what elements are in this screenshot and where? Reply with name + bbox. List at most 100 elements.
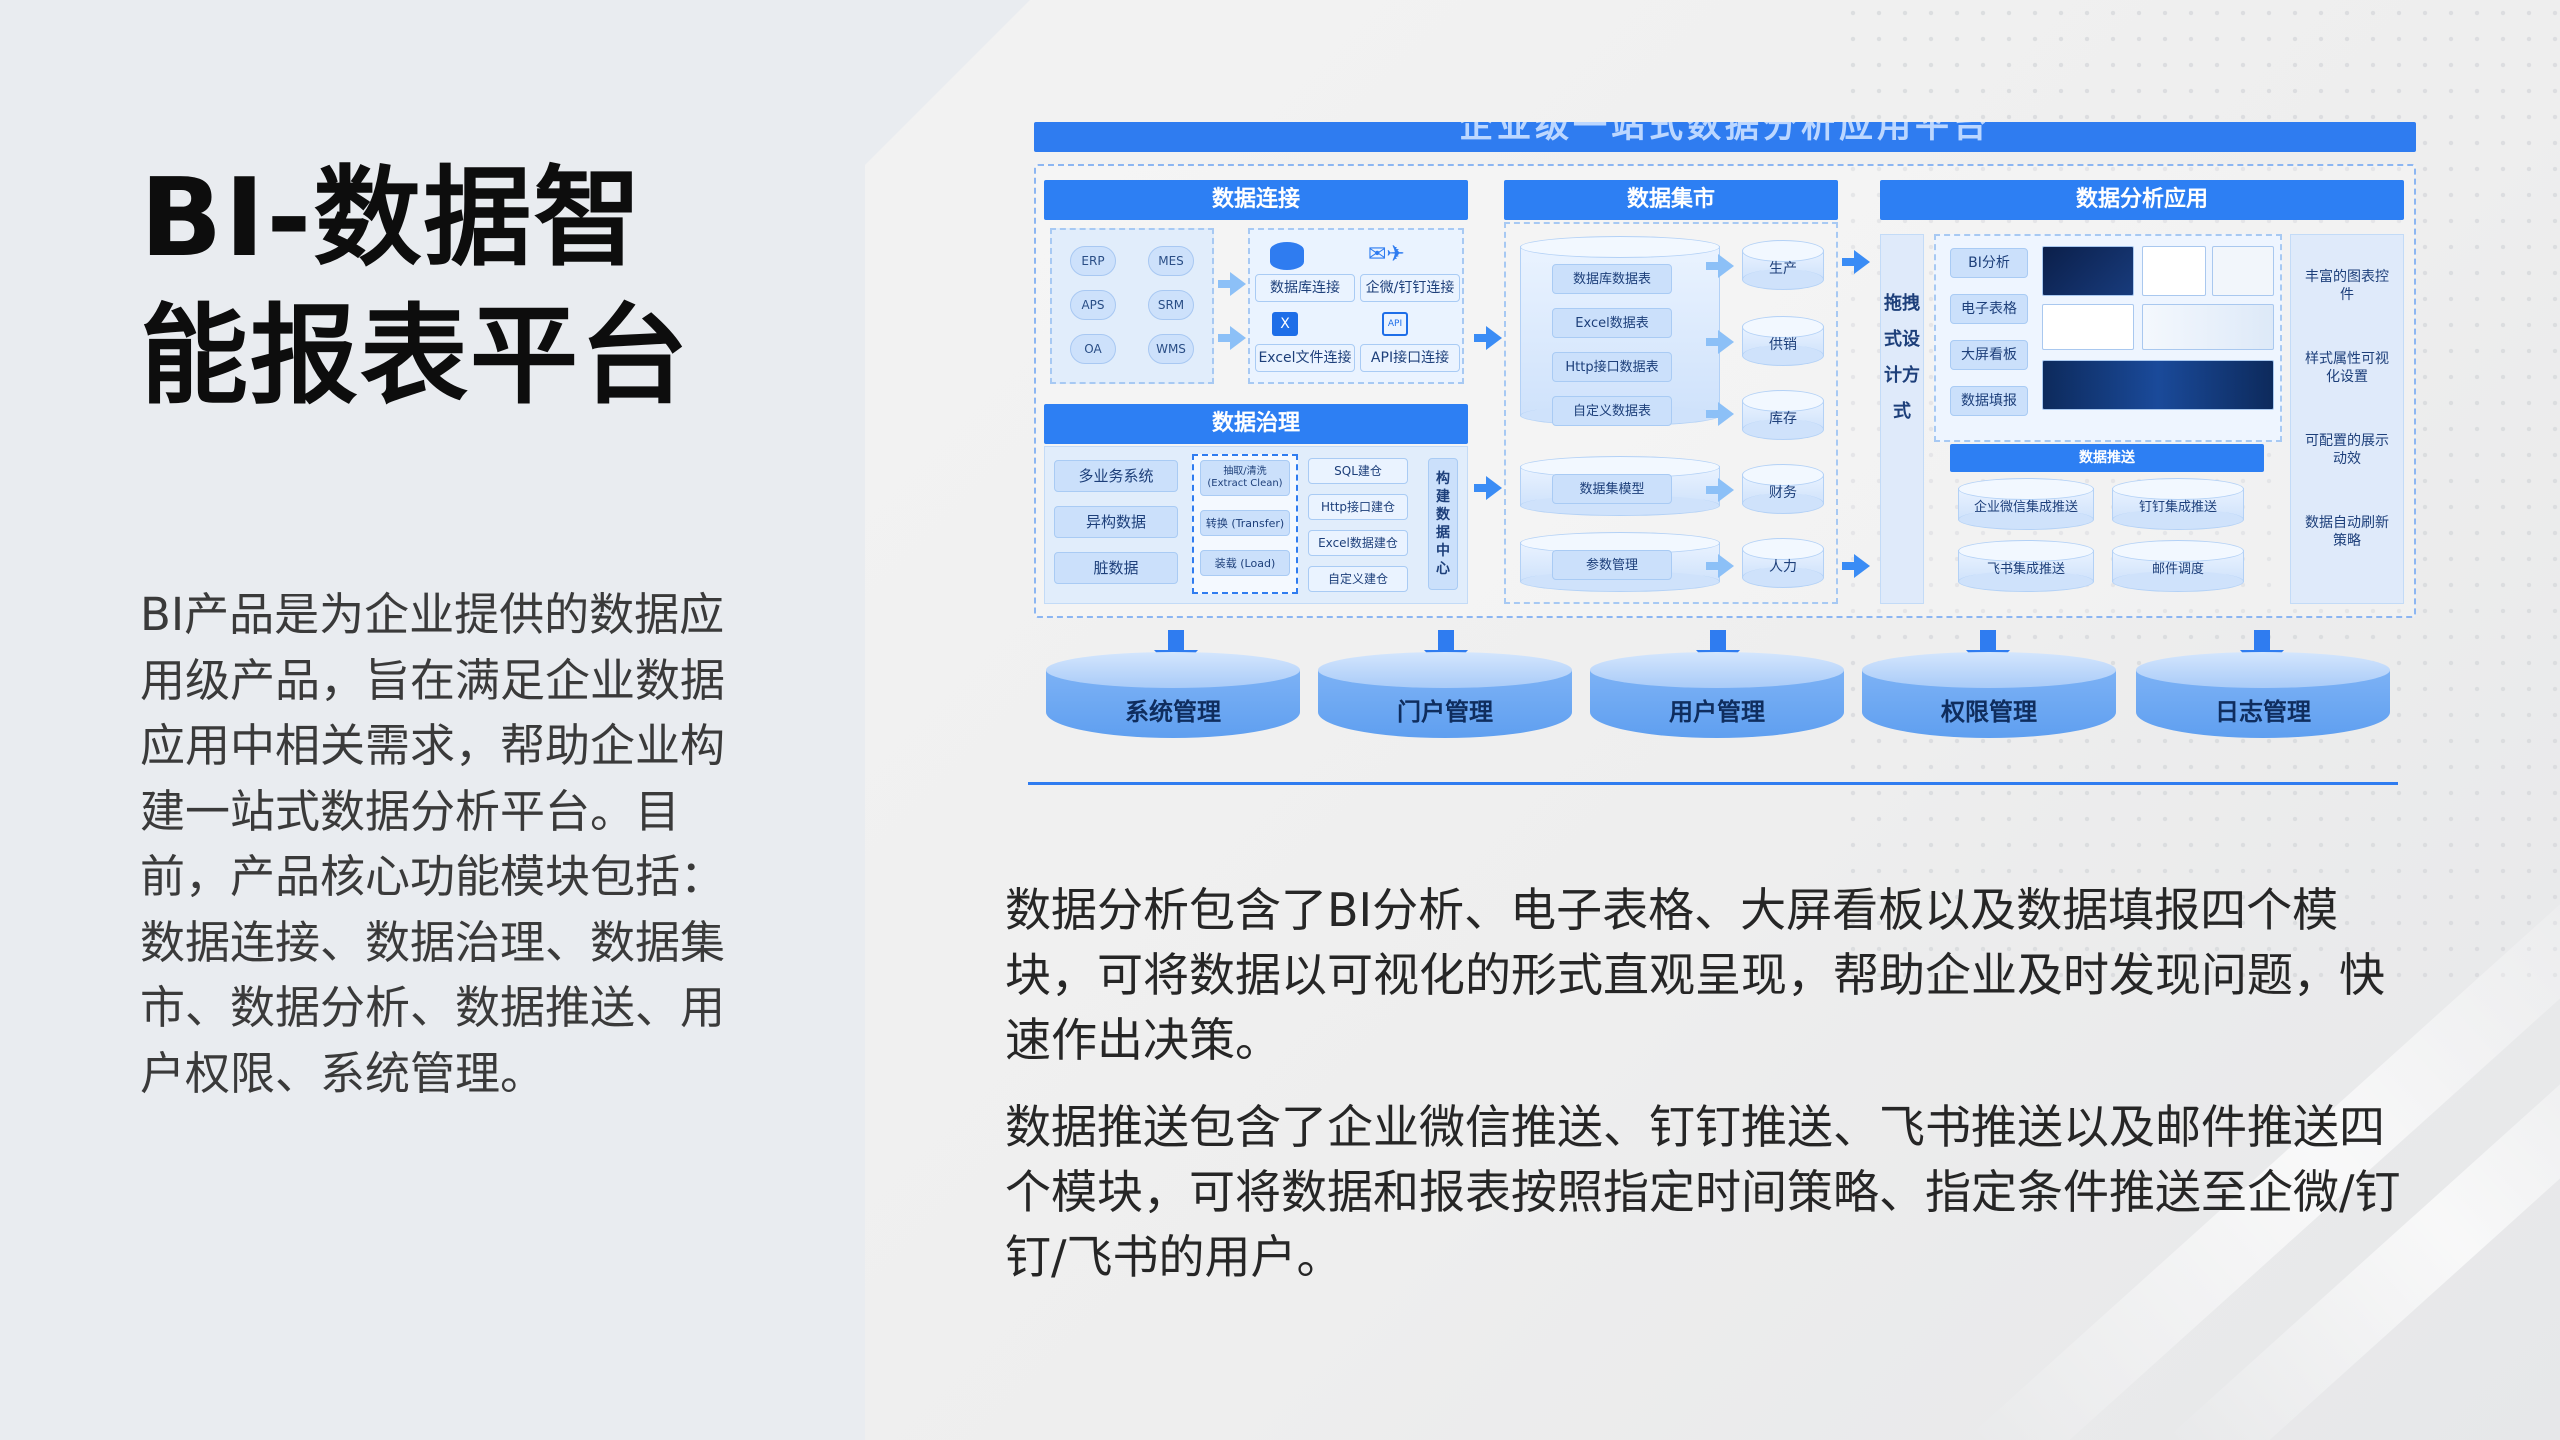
- data-mart-header: 数据集市: [1504, 180, 1838, 220]
- domain-arrow-shaft: [1706, 262, 1720, 270]
- to-mart-arrow-icon: [1486, 476, 1502, 500]
- bottom-label: 系统管理: [1125, 698, 1221, 726]
- etl-extract: 抽取/清洗 (Extract Clean): [1200, 460, 1290, 496]
- push-cylinder: [2112, 478, 2244, 530]
- data-analysis-header: 数据分析应用: [1880, 180, 2404, 220]
- to-design-arrow-icon: [1854, 554, 1870, 578]
- push-cylinder: [1958, 540, 2094, 592]
- data-connect-header: 数据连接: [1044, 180, 1468, 220]
- build-sql: SQL建仓: [1308, 458, 1408, 484]
- domain-inventory: 库存: [1769, 411, 1797, 427]
- data-mart-section: [1504, 222, 1838, 604]
- domain-cylinder: [1742, 390, 1824, 440]
- corner-triangle: [865, 0, 1030, 165]
- source-heterogeneous: 异构数据: [1054, 506, 1178, 538]
- to-mart-arrow-icon: [1486, 326, 1502, 350]
- database-icon: [1270, 242, 1304, 270]
- module-permission-manage: 权限管理: [1862, 652, 2116, 738]
- data-center-label: 构建数据中心: [1436, 471, 1450, 577]
- domain-arrow-icon: [1718, 402, 1734, 426]
- domain-cylinder: [1742, 464, 1824, 514]
- param-manage: 参数管理: [1552, 550, 1672, 580]
- connector-excel: Excel文件连接: [1255, 344, 1355, 372]
- connector-api: API接口连接: [1360, 344, 1460, 372]
- connect-arrow-shaft: [1218, 280, 1232, 288]
- title-line-1: BI-数据智: [140, 156, 644, 281]
- to-design-arrow-shaft: [1842, 562, 1856, 570]
- module-log-manage: 日志管理: [2136, 652, 2390, 738]
- domain-arrow-shaft: [1706, 486, 1720, 494]
- system-wms: WMS: [1148, 334, 1194, 364]
- api-icon: API: [1382, 312, 1408, 336]
- table-custom: 自定义数据表: [1552, 396, 1672, 426]
- push-paragraph: 数据推送包含了企业微信推送、钉钉推送、飞书推送以及邮件推送四个模块，可将数据和报…: [1005, 1100, 2401, 1284]
- domain-cylinder: [1742, 316, 1824, 366]
- feature-refresh: 数据自动刷新策略: [2305, 515, 2389, 549]
- system-aps: APS: [1070, 290, 1116, 320]
- push-feishu: 飞书集成推送: [1986, 562, 2065, 577]
- connect-arrow-icon: [1230, 326, 1246, 350]
- chat-icon: ✉✈: [1368, 242, 1405, 267]
- feature-style: 样式属性可视化设置: [2305, 351, 2389, 385]
- diagram-top-banner: 企业级一站式数据分析应用平台: [1034, 122, 2416, 152]
- domain-cylinder: [1742, 240, 1824, 290]
- screenshot-thumbnail: [2042, 304, 2134, 350]
- dataset-model: 数据集模型: [1552, 474, 1672, 504]
- drag-design-label: 拖拽式设计方式: [1884, 293, 1920, 422]
- domain-hr: 人力: [1769, 559, 1797, 575]
- domain-cylinder: [1742, 538, 1824, 588]
- bottom-label: 权限管理: [1941, 698, 2037, 726]
- feature-animation: 可配置的展示动效: [2305, 433, 2389, 467]
- features-box: [2290, 234, 2404, 604]
- analysis-paragraph: 数据分析包含了BI分析、电子表格、大屏看板以及数据填报四个模块，可将数据以可视化…: [1005, 883, 2385, 1067]
- table-db: 数据库数据表: [1552, 264, 1672, 294]
- excel-icon: X: [1272, 312, 1298, 336]
- page-title: BI-数据智 能报表平台: [140, 150, 760, 426]
- bottom-label: 门户管理: [1397, 698, 1493, 726]
- diagram-baseline: [1028, 782, 2398, 785]
- connector-db: 数据库连接: [1255, 274, 1355, 302]
- drag-design-box: [1880, 234, 1924, 604]
- domain-finance: 财务: [1769, 485, 1797, 501]
- module-spreadsheet: 电子表格: [1950, 294, 2028, 324]
- etl-transfer: 转换 (Transfer): [1200, 510, 1290, 536]
- module-user-manage: 用户管理: [1590, 652, 1844, 738]
- domain-arrow-shaft: [1706, 562, 1720, 570]
- title-line-2: 能报表平台: [140, 294, 691, 419]
- system-erp: ERP: [1070, 246, 1116, 276]
- build-custom: 自定义建仓: [1308, 566, 1408, 592]
- data-governance-header: 数据治理: [1044, 404, 1468, 444]
- source-multi-system: 多业务系统: [1054, 460, 1178, 492]
- module-bi: BI分析: [1950, 248, 2028, 278]
- screenshot-thumbnail: [2042, 360, 2274, 410]
- push-wecom: 企业微信集成推送: [1973, 500, 2078, 515]
- domain-arrow-icon: [1718, 478, 1734, 502]
- table-http: Http接口数据表: [1552, 352, 1672, 382]
- system-srm: SRM: [1148, 290, 1194, 320]
- push-cylinder: [2112, 540, 2244, 592]
- screenshot-thumbnail: [2212, 246, 2274, 296]
- left-description: BI产品是为企业提供的数据应用级产品，旨在满足企业数据应用中相关需求，帮助企业构…: [140, 588, 726, 1100]
- domain-production: 生产: [1769, 261, 1797, 277]
- domain-arrow-icon: [1718, 254, 1734, 278]
- domain-supply: 供销: [1769, 337, 1797, 353]
- to-design-arrow-icon: [1854, 250, 1870, 274]
- connect-arrow-shaft: [1218, 334, 1232, 342]
- table-excel: Excel数据表: [1552, 308, 1672, 338]
- domain-arrow-shaft: [1706, 410, 1720, 418]
- build-excel: Excel数据建仓: [1308, 530, 1408, 556]
- domain-arrow-icon: [1718, 330, 1734, 354]
- screenshot-thumbnail: [2142, 246, 2206, 296]
- architecture-diagram: 企业级一站式数据分析应用平台 数据连接 ERP MES APS SRM OA W…: [1030, 118, 2420, 798]
- to-design-arrow-shaft: [1842, 258, 1856, 266]
- system-oa: OA: [1070, 334, 1116, 364]
- module-system-manage: 系统管理: [1046, 652, 1300, 738]
- bottom-label: 日志管理: [2215, 698, 2311, 726]
- left-panel: [0, 0, 865, 1440]
- module-dashboard: 大屏看板: [1950, 340, 2028, 370]
- to-mart-arrow-shaft: [1474, 334, 1488, 342]
- etl-load: 装载 (Load): [1200, 550, 1290, 576]
- bottom-label: 用户管理: [1669, 698, 1765, 726]
- data-center-box: 构建数据中心: [1428, 458, 1458, 590]
- connect-arrow-icon: [1230, 272, 1246, 296]
